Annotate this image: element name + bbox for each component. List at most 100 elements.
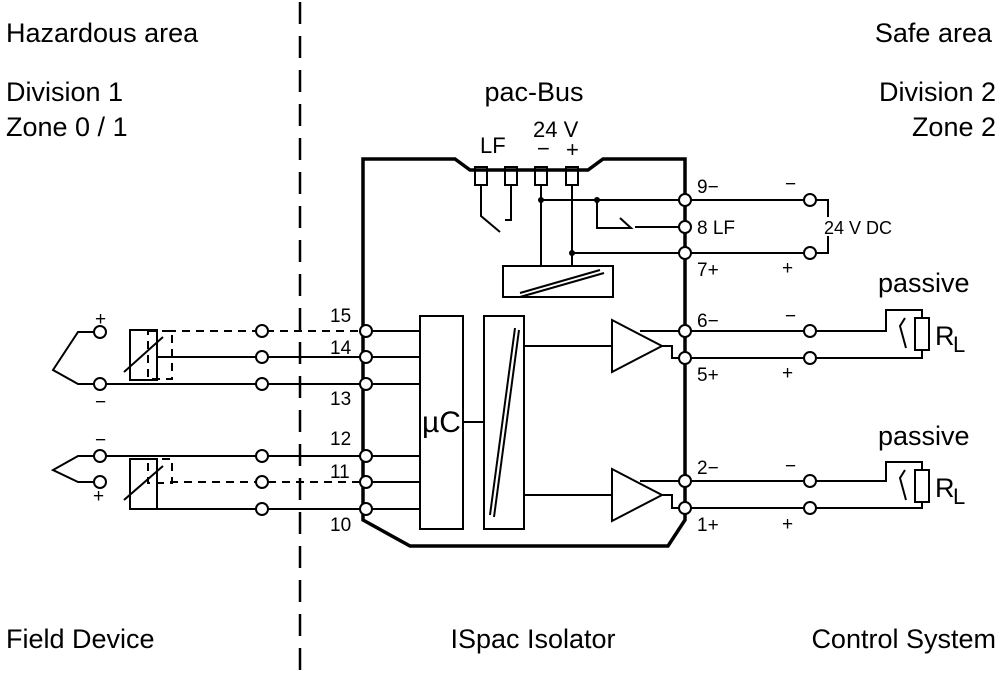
current-arrow-1-icon	[898, 317, 907, 349]
thermocouple-2-icon	[50, 455, 100, 483]
terminal-label: 11	[330, 462, 350, 483]
load-resistor-subscript: L	[953, 484, 965, 509]
output-amplifier-2	[611, 467, 665, 523]
output-polarity: −	[785, 306, 796, 327]
terminal-label: 15	[330, 306, 351, 327]
terminal-14	[359, 350, 373, 364]
terminal-12	[359, 449, 373, 463]
isolation-diagonal	[489, 327, 516, 516]
thermocouple-1-minus-terminal	[93, 377, 107, 391]
polarity-label: −	[95, 392, 106, 413]
supply-bracket-top	[816, 199, 829, 217]
load-1-wire-bottom	[816, 350, 923, 359]
load-1-wire-top	[816, 309, 923, 332]
terminal-8	[678, 220, 692, 234]
supply-bracket-bottom	[816, 236, 829, 254]
isolator-housing	[361, 157, 687, 548]
microcontroller-label: µC	[422, 406, 461, 439]
output-2-plus-terminal	[803, 501, 817, 515]
current-arrow-2-icon	[898, 469, 907, 501]
load-resistor-1	[914, 317, 930, 351]
thermocouple-1-icon	[51, 331, 100, 385]
sensor-2-diagonal	[123, 465, 164, 501]
terminal-label: 5+	[697, 365, 719, 386]
terminal-label: 2−	[697, 458, 719, 479]
output-mode-label: passive	[878, 421, 970, 451]
field-terminal	[255, 350, 269, 364]
polarity-label: +	[95, 309, 106, 330]
field-terminal	[255, 502, 269, 516]
supply-voltage-label: 24 V DC	[824, 218, 892, 238]
left-terminals	[359, 324, 373, 516]
field-terminal	[255, 475, 269, 489]
terminal-13	[359, 377, 373, 391]
supply-plus-terminal	[803, 246, 817, 260]
terminal-label: 1+	[697, 515, 719, 536]
polarity-label: +	[93, 486, 104, 507]
terminal-6	[678, 324, 692, 338]
terminal-label: 9−	[697, 177, 719, 198]
output-1-minus-terminal	[803, 324, 817, 338]
polarity-label: −	[95, 430, 106, 451]
terminal-1	[678, 501, 692, 515]
power-supply-diagonal	[519, 272, 605, 298]
safe-area-label: Safe area	[875, 18, 993, 48]
safe-zone-label: Zone 2	[912, 112, 996, 142]
output-polarity: +	[782, 363, 793, 384]
terminal-label: 14	[330, 338, 352, 359]
lf-relay-contact	[596, 200, 634, 229]
field-terminal	[255, 377, 269, 391]
terminal-label: 7+	[697, 260, 719, 281]
terminal-10	[359, 502, 373, 516]
terminal-label: 10	[330, 515, 351, 536]
terminal-15	[359, 324, 373, 338]
isolator-label: ISpac Isolator	[450, 624, 615, 654]
power-supply-diagonal	[519, 269, 601, 294]
junction-dot	[569, 250, 575, 256]
isolation-barrier-block	[483, 315, 525, 530]
terminal-label: 8 LF	[697, 218, 735, 239]
bus-voltage-label: 24 V	[533, 117, 579, 142]
thermocouple-2-plus-terminal	[93, 475, 107, 489]
output-polarity: −	[785, 456, 796, 477]
bus-minus-label: −	[537, 136, 550, 161]
safe-division-label: Division 2	[879, 77, 996, 107]
sensor-1-dashed-housing	[147, 330, 173, 380]
cold-junction-sensor-1	[129, 329, 158, 381]
terminal-2	[678, 474, 692, 488]
field-device-label: Field Device	[6, 624, 155, 654]
supply-polarity: +	[782, 258, 793, 279]
terminal-7	[678, 246, 692, 260]
field-terminal	[255, 324, 269, 338]
thermocouple-2-minus-terminal	[93, 449, 107, 463]
terminal-9	[678, 193, 692, 207]
output-mode-label: passive	[878, 268, 970, 298]
output-2-minus-terminal	[803, 474, 817, 488]
load-resistor-label: R	[935, 321, 955, 351]
output-polarity: +	[782, 514, 793, 535]
hazardous-zone-label: Zone 0 / 1	[6, 112, 128, 142]
control-system-label: Control System	[811, 624, 996, 654]
load-2-wire-top	[816, 461, 923, 482]
load-2-wire-bottom	[816, 502, 923, 509]
lf-contact-fixed	[505, 185, 512, 221]
output-1-plus-terminal	[803, 351, 817, 365]
load-resistor-subscript: L	[953, 332, 965, 357]
terminal-label: 13	[330, 389, 351, 410]
terminal-5	[678, 351, 692, 365]
terminal-11	[359, 475, 373, 489]
terminal-label: 12	[330, 429, 351, 450]
thermocouple-1-plus-terminal	[93, 325, 107, 339]
supply-minus-terminal	[803, 193, 817, 207]
load-resistor-2	[914, 469, 930, 503]
load-resistor-label: R	[935, 473, 955, 503]
junction-dot	[538, 197, 544, 203]
output-amplifier-1	[611, 318, 665, 374]
field-terminal	[255, 449, 269, 463]
supply-polarity: −	[785, 174, 796, 195]
sensor-1-diagonal	[123, 336, 164, 373]
terminal-label: 6−	[697, 311, 719, 332]
bus-lf-label: LF	[480, 133, 506, 158]
bus-plus-label: +	[566, 137, 579, 162]
